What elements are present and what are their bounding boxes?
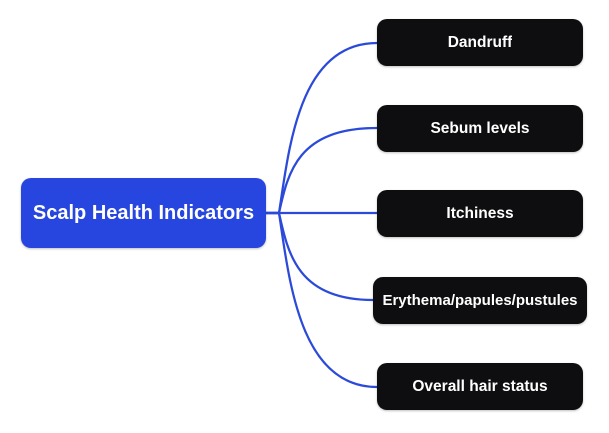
node-label: Sebum levels [430,119,530,137]
node-label: Dandruff [447,33,513,51]
node-scalp-health-indicators[interactable]: Scalp Health Indicators [21,178,266,248]
node-overall-hair-status[interactable]: Overall hair status [377,363,583,410]
connector-root-to-sebum-levels [264,126,379,215]
node-label: Erythema/papules/pustules [382,292,578,309]
node-label: Overall hair status [412,377,548,395]
node-sebum-levels[interactable]: Sebum levels [377,105,583,152]
node-label: Itchiness [446,204,514,222]
connector-root-to-overall-hair-status [264,211,379,389]
node-itchiness[interactable]: Itchiness [377,190,583,237]
node-erythema-papules-pustules[interactable]: Erythema/papules/pustules [373,277,587,324]
connector-root-to-dandruff [264,41,379,215]
node-dandruff[interactable]: Dandruff [377,19,583,66]
node-label: Scalp Health Indicators [32,201,255,224]
